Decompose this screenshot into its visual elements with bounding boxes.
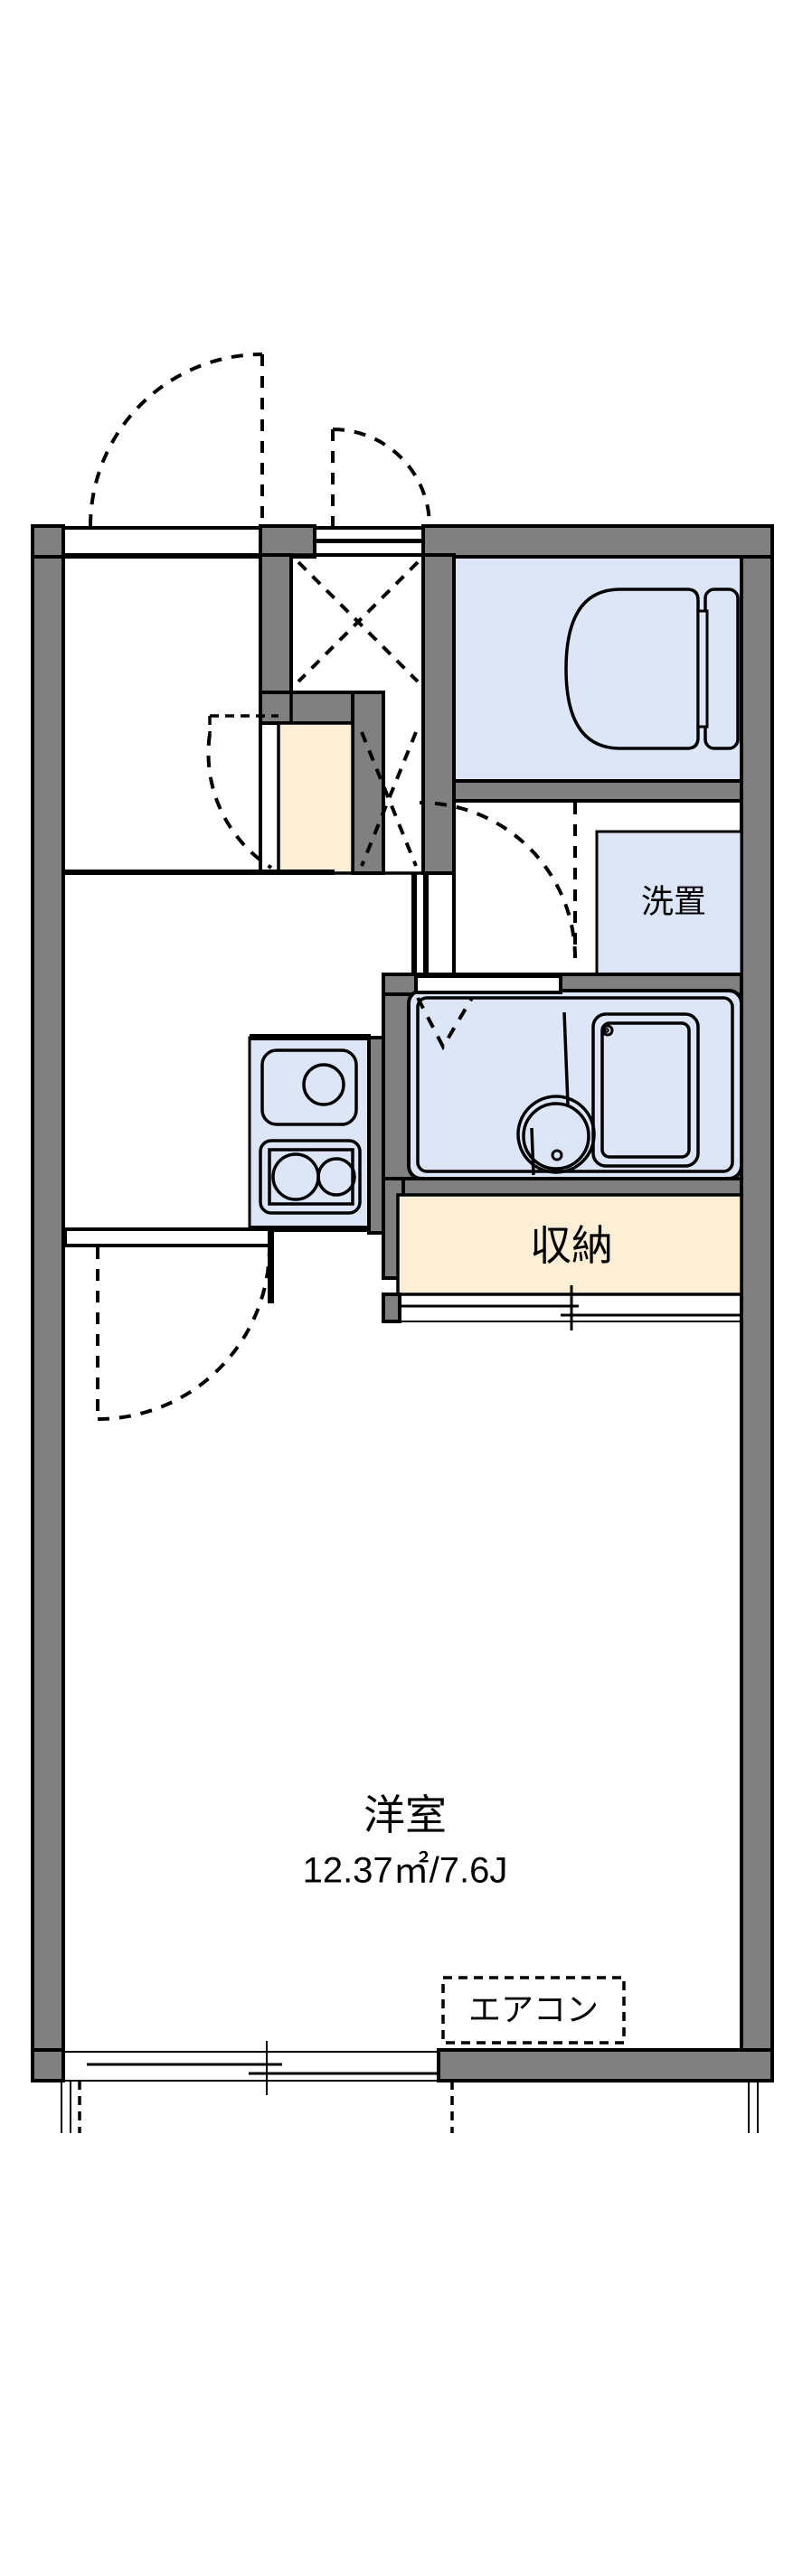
balcony-sliding-window[interactable]	[62, 2051, 439, 2082]
bath-door-opening[interactable]	[414, 974, 562, 994]
main-room-area: 12.37㎡/7.6J	[303, 1851, 508, 1891]
tataki-x-2a	[360, 731, 418, 867]
corridor-wall-a	[411, 873, 417, 974]
north-window[interactable]	[61, 526, 262, 557]
wall-genkan-right	[421, 553, 456, 875]
entry-door-sill	[315, 539, 423, 543]
bath-door-fold	[416, 996, 474, 1051]
main-room-door-opening[interactable]	[63, 1227, 271, 1247]
genkan-area	[259, 553, 456, 875]
bathtub-drain	[601, 1024, 614, 1037]
wall-top-left-stub	[31, 524, 65, 559]
washer-space: 洗置	[419, 799, 743, 976]
washbasin-apron	[530, 1127, 535, 1176]
kitchen-sink-drain	[302, 1063, 345, 1106]
toilet-tank-connector	[696, 609, 709, 729]
bathtub-outer	[591, 1012, 700, 1168]
shoe-closet[interactable]	[277, 721, 354, 875]
washbasin-drain	[551, 1149, 563, 1161]
wall-top-mid	[259, 524, 316, 559]
wall-kitchen-right	[367, 1036, 385, 1235]
entry-hall	[61, 555, 354, 875]
closet-sliding-door[interactable]	[397, 1293, 742, 1322]
kitchen	[248, 1034, 385, 1235]
bathtub-mark	[604, 1028, 609, 1033]
wall-left	[31, 524, 65, 2082]
unit-bath	[382, 973, 743, 1180]
toilet-bowl	[564, 588, 700, 750]
tataki-x-2b	[360, 731, 418, 867]
entry-door-swing-arc	[332, 428, 431, 527]
unit-bath-inner	[416, 996, 734, 1173]
washing-machine-pan[interactable]	[595, 830, 743, 976]
tataki-x-1b	[297, 560, 420, 683]
main-room-door-swing-arc	[97, 1246, 271, 1421]
kitchen-sink-basin	[260, 1048, 358, 1126]
aircon-label: エアコン	[468, 1991, 599, 2028]
exterior-door-swings	[89, 353, 431, 527]
wall-genkan-left-lower	[351, 691, 385, 875]
washbasin-outer	[516, 1095, 596, 1174]
washer-label: 洗置	[641, 883, 706, 920]
toilet-room	[452, 555, 743, 803]
wall-hall-room-edge	[268, 1231, 274, 1303]
main-room: 洋室 12.37㎡/7.6J	[63, 1227, 508, 1891]
wall-top-right	[421, 524, 774, 559]
top-openings	[61, 526, 425, 557]
washbasin-inner	[522, 1102, 590, 1170]
corridor-walls	[411, 873, 429, 974]
kitchen-counter	[248, 1036, 371, 1231]
hall-room-divider	[63, 870, 335, 875]
wall-toilet-bottom	[452, 779, 743, 803]
wall-bottom-right	[437, 2048, 774, 2082]
stove-burner-right	[316, 1157, 356, 1197]
shoe-closet-frame	[260, 722, 279, 874]
closet-floor[interactable]	[396, 1193, 743, 1296]
north-window-swing-arc	[89, 353, 263, 527]
exterior-walls	[31, 524, 774, 2082]
kitchen-counter-bottom-edge	[250, 1226, 371, 1232]
gas-stove-outer	[259, 1139, 362, 1215]
closet-label: 収納	[530, 1222, 613, 1269]
aircon-annotation: エアコン	[441, 1976, 626, 2045]
main-room-name: 洋室	[364, 1791, 447, 1838]
balcony-window	[61, 2041, 759, 2133]
gas-stove-inner	[268, 1148, 354, 1206]
wall-right	[740, 524, 774, 2082]
shoe-closet-swing-arc	[206, 733, 273, 870]
bathtub-inner	[600, 1021, 691, 1159]
bath-counter-edge	[562, 1011, 570, 1105]
wall-bottom-left-stub	[31, 2048, 65, 2082]
kitchen-counter-top-edge	[250, 1034, 371, 1040]
wall-closet-door-left-stub	[382, 1293, 401, 1323]
corridor-wall-b	[423, 873, 429, 974]
storage-closet: 収納	[382, 1177, 743, 1330]
